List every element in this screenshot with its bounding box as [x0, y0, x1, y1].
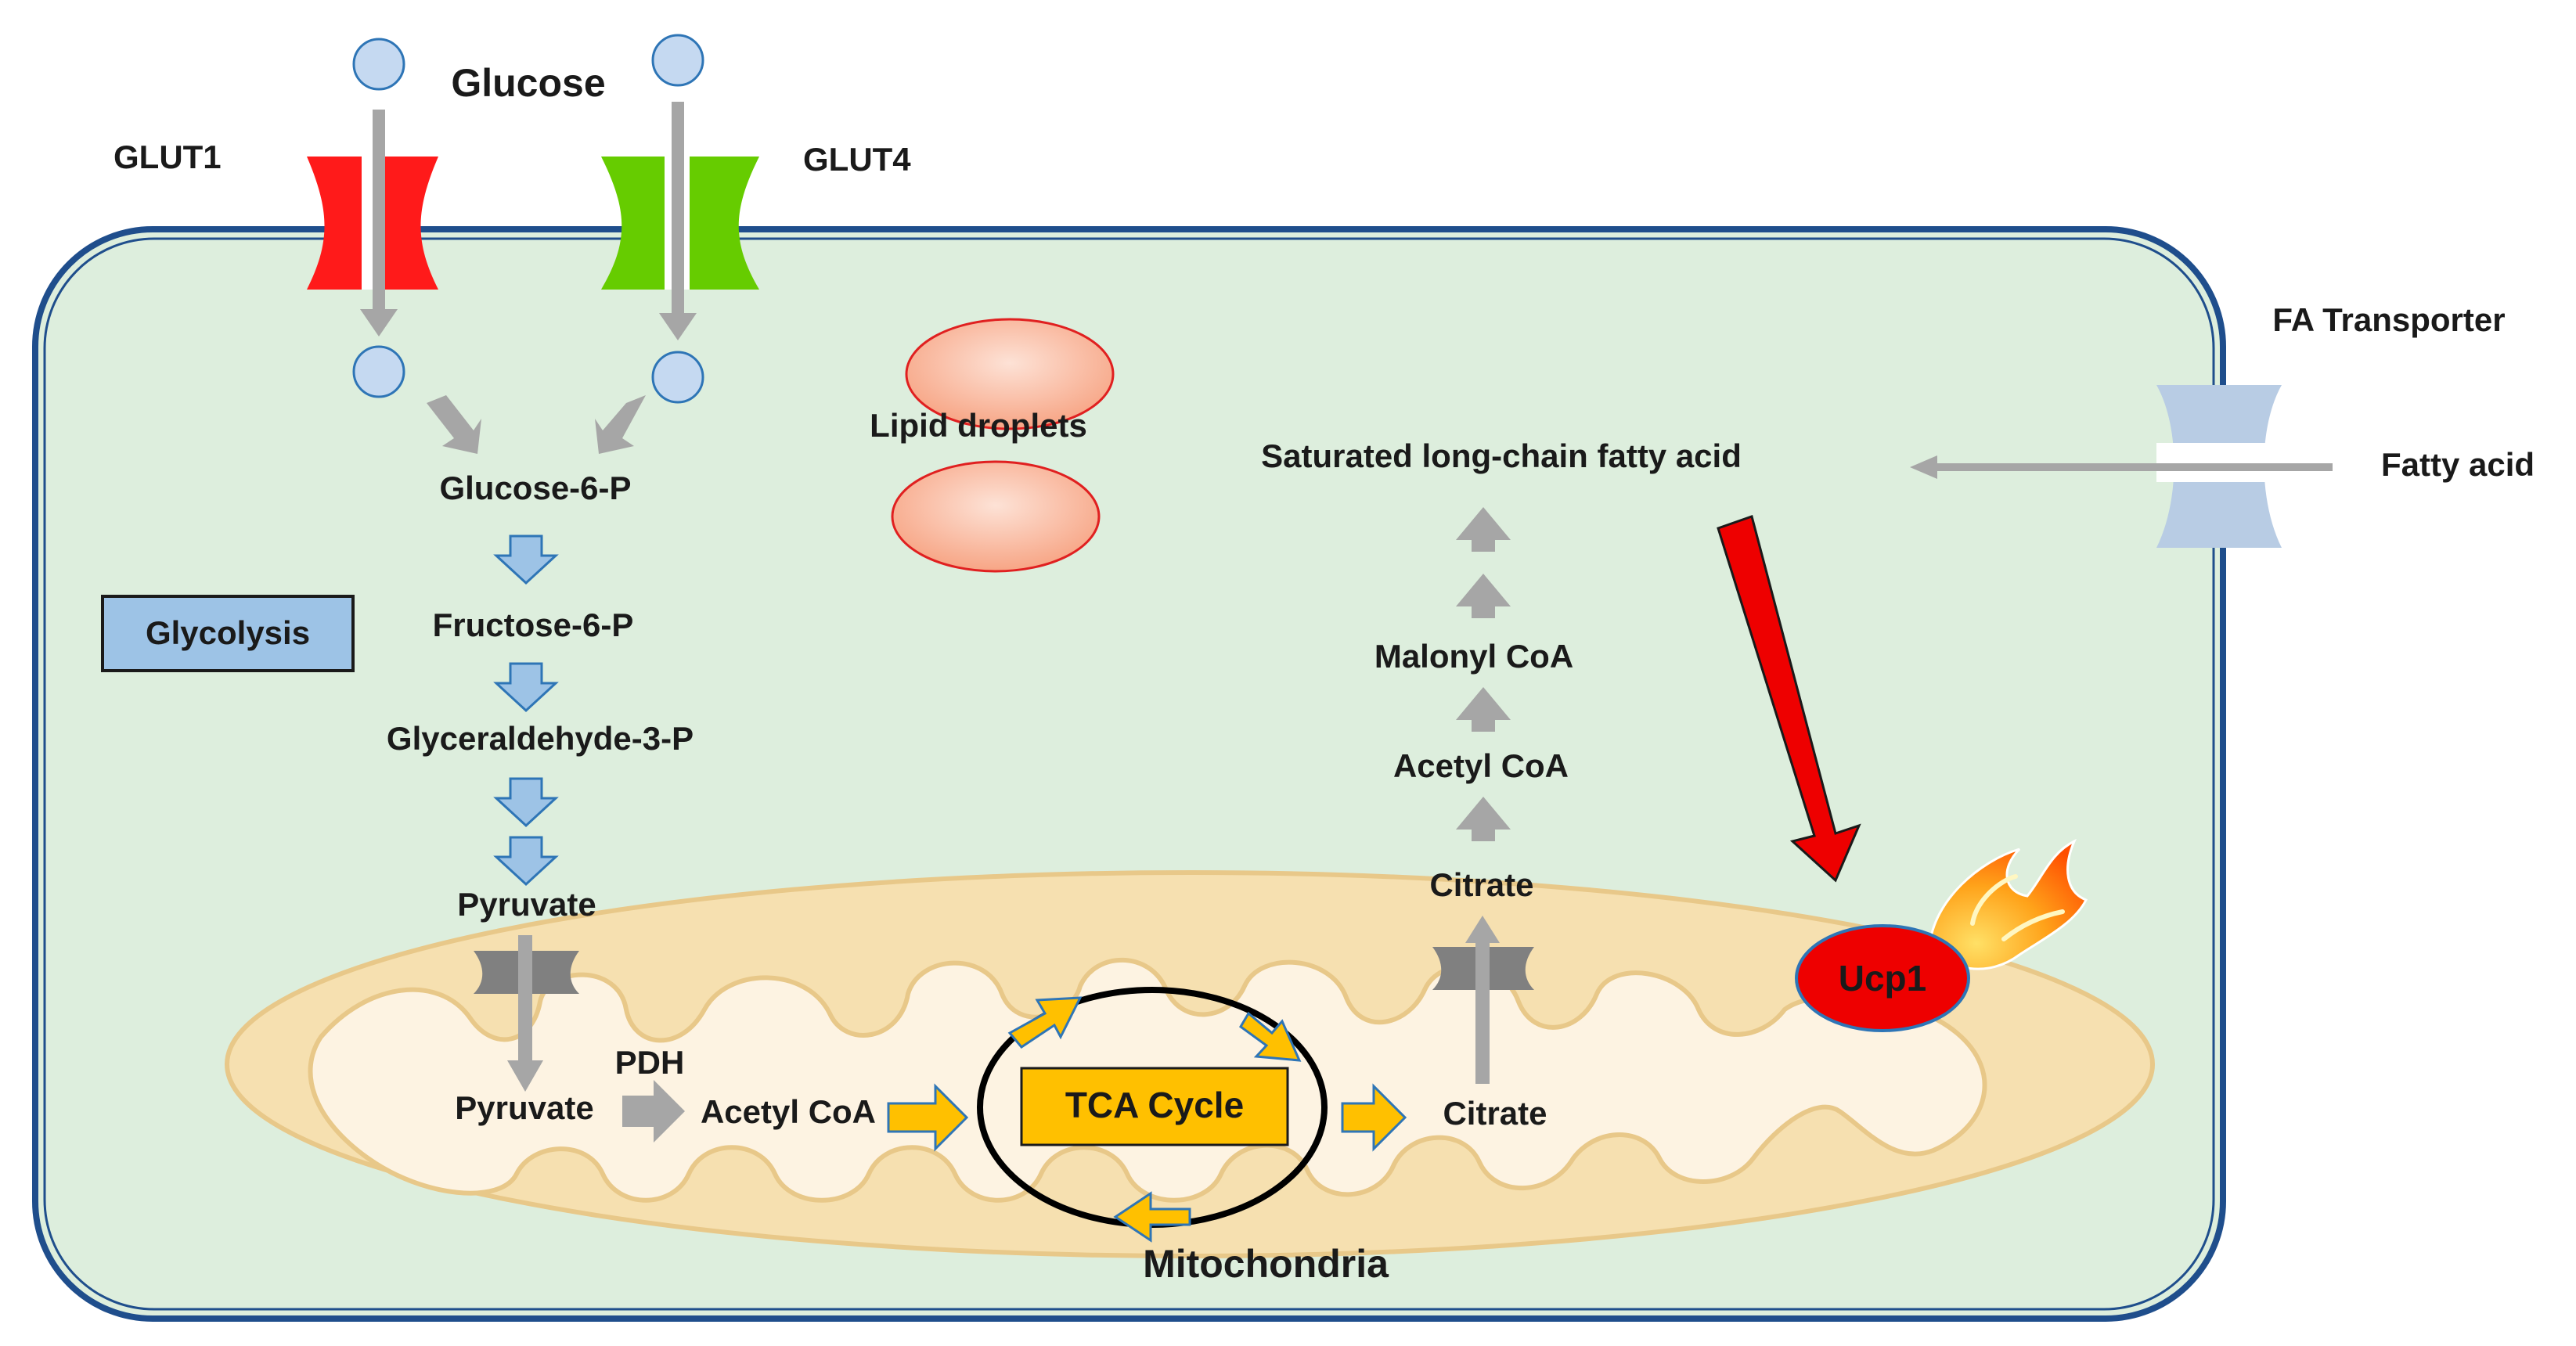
citrate-export-arrow	[1465, 916, 1500, 1084]
tca-arrow-bottom	[1113, 1191, 1191, 1243]
citrate-export-head	[1465, 916, 1500, 943]
tca-arrow-acetylcoa-in	[887, 1083, 969, 1152]
glucose-transport-arrows	[360, 102, 697, 454]
glucose-6-p-label: Glucose-6-P	[439, 470, 631, 506]
tca-cycle-label: TCA Cycle	[1065, 1085, 1244, 1125]
saturated-fatty-acid-label: Saturated long-chain fatty acid	[1261, 437, 1742, 474]
pyruvate-mito-label: Pyruvate	[455, 1089, 593, 1126]
pyruvate-import-head	[507, 1060, 543, 1092]
glycolysis-arrows	[493, 534, 559, 887]
glut4-transport-arrow-shaft	[672, 102, 684, 317]
tca-arrow-top-left	[1007, 996, 1083, 1049]
ucp1-protein	[1795, 924, 1970, 1032]
glycolysis-box-rect	[101, 595, 355, 672]
tca-arrows	[887, 996, 1407, 1243]
fatty-acid-label: Fatty acid	[2381, 446, 2535, 483]
fa-transporter-label: FA Transporter	[2272, 301, 2505, 338]
glut1-transport-arrow-shaft	[373, 110, 385, 313]
pyruvate-import-shaft	[518, 935, 532, 1064]
citrate-mito-label: Citrate	[1443, 1095, 1547, 1132]
tca-arrow-top-right	[1239, 1011, 1302, 1062]
ucp1-label: Ucp1	[1839, 958, 1926, 999]
glucose-molecule-inside-1	[352, 345, 405, 398]
glucose-molecule-outside-1	[352, 38, 405, 91]
heat-flame-icon	[1928, 838, 2088, 970]
lipid-droplets-label: Lipid droplets	[870, 407, 1087, 444]
glut4-transport-arrow-head	[659, 313, 697, 340]
blue-arrow-gap-2	[493, 836, 559, 887]
pdh-label: PDH	[615, 1044, 685, 1081]
glycolysis-box	[101, 595, 355, 672]
glut1-transport-arrow-head	[360, 309, 398, 336]
glucose-molecule-inside-2	[651, 351, 704, 404]
glut4-label: GLUT4	[803, 141, 911, 178]
glyceraldehyde-3-p-label: Glyceraldehyde-3-P	[387, 720, 694, 757]
citrate-cytosol-label: Citrate	[1429, 866, 1533, 903]
malonyl-coa-label: Malonyl CoA	[1374, 638, 1573, 675]
lipogenesis-arrows	[1456, 507, 1511, 841]
blue-arrow-gap-1	[493, 777, 559, 828]
fatty-acid-arrow-shaft	[1933, 463, 2333, 471]
glut1-label: GLUT1	[113, 139, 222, 175]
mitochondria-label: Mitochondria	[1143, 1242, 1389, 1286]
red-arrow	[1717, 515, 1861, 883]
fatty-acid-arrow-head	[1910, 455, 1937, 479]
fatty-acid-to-ucp1-arrow	[1717, 515, 1861, 883]
ucp1-group	[1795, 838, 2088, 1032]
cell-membrane-inner	[43, 237, 2215, 1311]
tca-arrow-citrate-out	[1341, 1083, 1407, 1152]
lipid-droplet-upper	[905, 318, 1115, 430]
grey-arrow-malonylcoa-2	[1456, 507, 1511, 552]
pyruvate-cytosol-label: Pyruvate	[457, 886, 596, 923]
pdh-arrow	[622, 1080, 685, 1143]
glucose-label: Glucose	[451, 61, 605, 105]
grey-arrow-acetylcoa-to-malonylcoa	[1456, 687, 1511, 732]
glucose-to-g6p-arrow-right	[595, 395, 646, 454]
glucose-molecule-outside-2	[651, 34, 704, 87]
fatty-acid-import-arrow	[1910, 455, 2333, 479]
citrate-export-shaft	[1475, 939, 1490, 1084]
glucose-to-g6p-arrow-left	[427, 395, 481, 454]
tca-cycle-box	[1020, 1067, 1289, 1146]
blue-arrow-g6p-to-f6p	[493, 534, 559, 585]
fructose-6-p-label: Fructose-6-P	[433, 606, 634, 643]
heat-flame-highlight	[1970, 874, 2065, 941]
acetyl-coa-mito-label: Acetyl CoA	[701, 1093, 876, 1130]
lipid-droplets	[891, 318, 1115, 573]
lipid-droplet-lower	[891, 460, 1101, 573]
glucose-molecules	[352, 34, 704, 404]
acetyl-coa-cytosol-label: Acetyl CoA	[1393, 747, 1569, 784]
blue-arrow-f6p-to-gap	[493, 662, 559, 713]
pyruvate-import-arrow	[507, 935, 543, 1092]
grey-arrow-malonylcoa-1	[1456, 574, 1511, 618]
glycolysis-label: Glycolysis	[146, 614, 310, 651]
fa-transporter-channel	[2156, 443, 2282, 482]
tca-cycle	[977, 987, 1328, 1228]
grey-arrow-citrate-to-acetylcoa	[1456, 797, 1511, 841]
